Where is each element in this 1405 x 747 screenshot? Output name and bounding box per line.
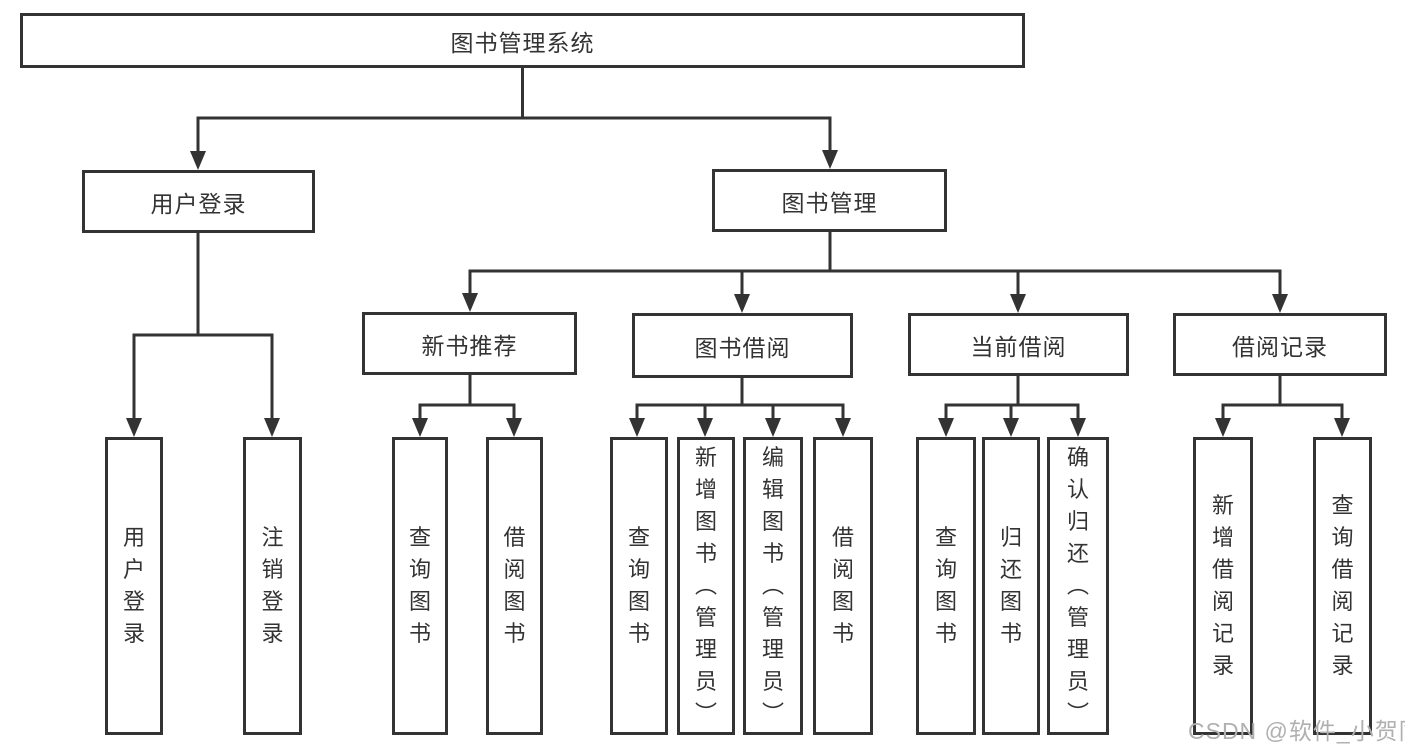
node-user-login-branch: 用户登录 [82,170,315,233]
leaf-edit-book-admin: 编辑图书︵管理员︶ [743,437,803,735]
node-book-borrowing: 图书借阅 [632,313,853,378]
leaf-confirm-return-admin: 确认归还︵管理员︶ [1047,437,1109,735]
leaf-user-login: 用户登录 [105,437,163,735]
leaf-borrow-book-2: 借阅图书 [813,437,873,735]
leaf-logout: 注销登录 [243,437,302,735]
leaf-borrow-book-1: 借阅图书 [486,437,543,735]
leaf-query-book-1: 查询图书 [392,437,448,735]
leaf-query-borrow-record: 查询借阅记录 [1313,437,1372,735]
leaf-query-book-2: 查询图书 [610,437,668,735]
leaf-add-borrow-record: 新增借阅记录 [1193,437,1253,735]
node-new-book-recommend: 新书推荐 [362,312,577,375]
leaf-query-book-3: 查询图书 [916,437,976,735]
leaf-return-book: 归还图书 [982,437,1040,735]
node-book-management-branch: 图书管理 [712,169,947,232]
arrowheads [126,150,1350,437]
csdn-watermark: CSDN @软件_小贺同学 [1188,718,1405,744]
node-root: 图书管理系统 [20,13,1025,68]
node-borrowing-records: 借阅记录 [1173,313,1387,376]
node-current-borrowing: 当前借阅 [908,313,1129,376]
leaf-add-book-admin: 新增图书︵管理员︶ [677,437,735,735]
